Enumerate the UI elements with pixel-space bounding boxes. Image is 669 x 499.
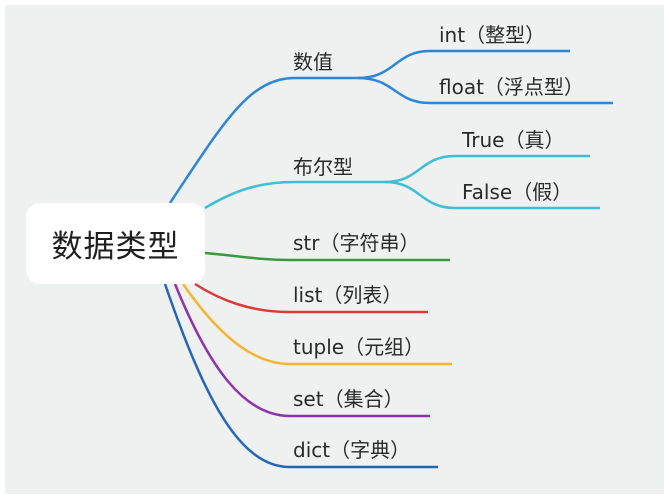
connector-str — [204, 251, 450, 262]
node-true[interactable]: True（真） — [462, 128, 565, 152]
connector-int — [357, 49, 570, 80]
connector-true — [384, 154, 590, 184]
connector-boolean — [204, 180, 385, 210]
node-false[interactable]: False（假） — [462, 180, 573, 204]
node-tuple[interactable]: tuple（元组） — [293, 335, 425, 359]
node-numeric[interactable]: 数值 — [293, 50, 333, 74]
node-int[interactable]: int（整型） — [439, 23, 546, 47]
connector-dict — [163, 283, 438, 469]
root-node-label: 数据类型 — [51, 229, 180, 265]
node-set[interactable]: set（集合） — [293, 387, 404, 411]
root-node[interactable]: 数据类型 — [26, 203, 205, 284]
connector-false — [384, 180, 600, 210]
node-float[interactable]: float（浮点型） — [439, 75, 584, 99]
node-str[interactable]: str（字符串） — [293, 231, 420, 255]
connector-tuple — [181, 283, 452, 366]
node-dict[interactable]: dict（字典） — [293, 438, 411, 462]
node-boolean[interactable]: 布尔型 — [293, 155, 353, 179]
connector-set — [173, 283, 430, 418]
connector-list — [194, 282, 428, 314]
connector-float — [357, 76, 613, 105]
node-list[interactable]: list（列表） — [293, 283, 403, 307]
connector-numeric — [168, 76, 358, 204]
